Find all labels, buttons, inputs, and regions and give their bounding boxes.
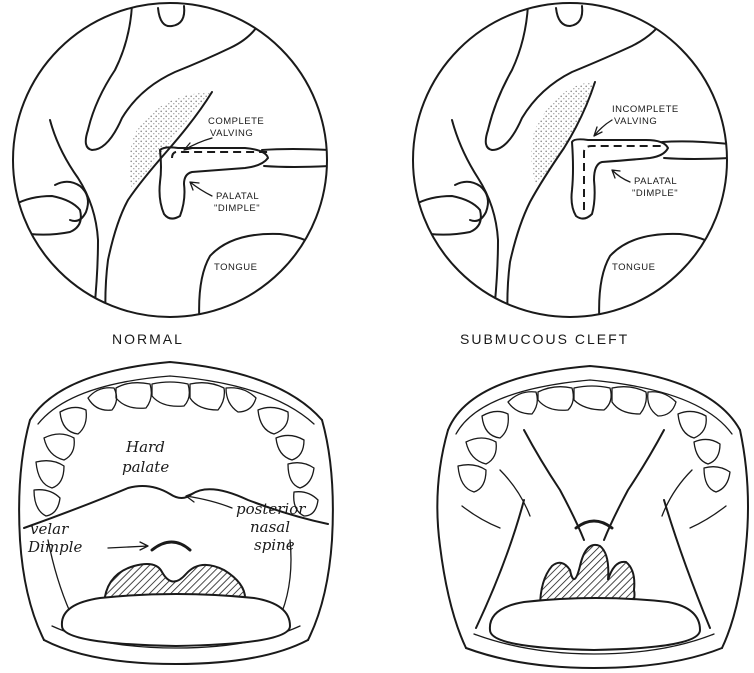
cleft-view-circle <box>413 3 727 317</box>
cleft-tongue-outline <box>599 234 734 330</box>
normal-lateral-view: COMPLETE VALVING PALATAL "DIMPLE" TONGUE <box>12 3 334 330</box>
hard-palate-label-2: palate <box>122 458 169 476</box>
cleft-pharynx-line <box>452 120 498 330</box>
normal-dimple-label-2: "DIMPLE" <box>214 203 260 214</box>
velar-dimple-label-1: velar <box>30 520 69 538</box>
cleft-tongue <box>490 598 700 650</box>
cleft-tooth <box>455 182 488 221</box>
cleft-dimple-label-2: "DIMPLE" <box>632 188 678 199</box>
normal-probe <box>262 149 330 150</box>
cleft-caption: SUBMUCOUS CLEFT <box>460 331 629 347</box>
normal-upper-lip <box>30 362 322 420</box>
cleft-valving-label-2: VALVING <box>614 116 657 127</box>
normal-tooth <box>55 182 88 221</box>
normal-oral-view: Hard palate posterior nasal spine velar … <box>19 362 333 664</box>
cleft-left-fold <box>462 506 500 528</box>
normal-tongue <box>62 594 290 646</box>
cleft-probe <box>662 141 730 144</box>
cleft-left-cheek <box>437 430 466 648</box>
cleft-velar-dimple <box>576 521 612 528</box>
cleft-right-palate-line <box>604 430 664 540</box>
cleft-probe-lower <box>664 158 730 159</box>
cleft-lateral-view: INCOMPLETE VALVING PALATAL "DIMPLE" TONG… <box>412 3 734 330</box>
cleft-valving-label-1: INCOMPLETE <box>612 104 679 115</box>
normal-velar-dimple <box>152 542 190 550</box>
normal-dashed-path <box>172 152 268 158</box>
cleft-oral-view <box>437 366 748 668</box>
normal-nasal-loop <box>158 6 184 26</box>
cleft-dimple-arrow <box>612 170 630 182</box>
normal-pharynx-line <box>50 120 98 330</box>
nasal-spine-label-3: spine <box>254 536 295 554</box>
nasal-spine-label-2: nasal <box>250 518 290 536</box>
hard-palate-label-1: Hard <box>125 438 165 456</box>
normal-valving-label-1: COMPLETE <box>208 116 264 127</box>
nasal-spine-label-1: posterior <box>236 500 306 518</box>
cleft-right-cheek <box>722 430 748 648</box>
cleft-dimple-label-1: PALATAL <box>634 176 677 187</box>
normal-right-cheek <box>308 420 333 640</box>
cleft-nasal-loop <box>556 6 582 26</box>
normal-stippled-region <box>129 92 212 190</box>
normal-valving-label-2: VALVING <box>210 128 253 139</box>
normal-probe-lower <box>264 166 330 167</box>
cleft-right-fold <box>690 506 726 528</box>
normal-upper-lip-inner <box>38 376 314 424</box>
normal-view-circle <box>13 3 327 317</box>
normal-dimple-label-1: PALATAL <box>216 191 259 202</box>
cleft-left-ridge <box>500 470 530 516</box>
normal-teeth <box>34 382 318 516</box>
cleft-left-palate-line <box>524 430 584 540</box>
normal-dimple-arrow <box>190 182 212 196</box>
cleft-stippled-region <box>531 82 595 186</box>
cleft-valving-arrow <box>594 120 612 136</box>
cleft-upper-lip <box>448 366 740 430</box>
normal-caption: NORMAL <box>112 331 184 347</box>
velar-dimple-arrow <box>108 542 148 550</box>
normal-tongue-label: TONGUE <box>214 262 257 273</box>
velar-dimple-label-2: Dimple <box>27 538 82 556</box>
cleft-soft-palate-outline <box>486 5 668 150</box>
cleft-tongue-label: TONGUE <box>612 262 655 273</box>
normal-tongue-outline <box>199 234 334 330</box>
